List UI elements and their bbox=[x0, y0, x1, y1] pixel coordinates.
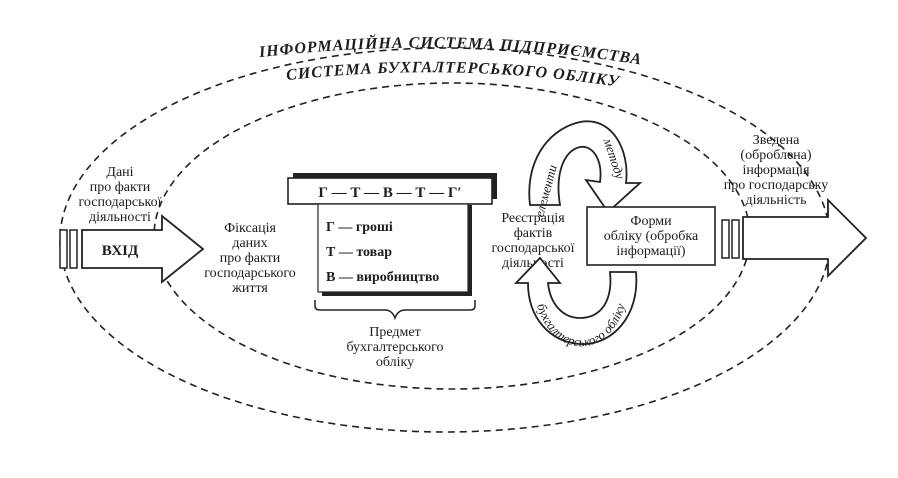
svg-text:Дані: Дані bbox=[106, 165, 133, 180]
svg-text:Реєстрація: Реєстрація bbox=[501, 211, 565, 226]
svg-text:обліку (обробка: обліку (обробка bbox=[604, 229, 699, 244]
svg-text:про господарську: про господарську bbox=[724, 178, 829, 193]
registration-text: Реєстрація фактів господарської діяльнос… bbox=[492, 211, 575, 271]
svg-text:інформація: інформація bbox=[742, 163, 810, 178]
accounting-system-title: СИСТЕМА БУХГАЛТЕРСЬКОГО ОБЛІКУ bbox=[285, 59, 621, 91]
svg-text:Зведена: Зведена bbox=[753, 133, 800, 148]
legend-item: Т — товар bbox=[326, 245, 392, 260]
svg-text:бухгалтерського: бухгалтерського bbox=[346, 340, 443, 355]
svg-text:господарського: господарського bbox=[204, 266, 295, 281]
svg-text:діяльності: діяльності bbox=[89, 210, 151, 225]
svg-text:(оброблена): (оброблена) bbox=[740, 148, 811, 163]
svg-text:про факти: про факти bbox=[90, 180, 151, 195]
input-arrow bbox=[59, 214, 205, 284]
forms-box bbox=[586, 206, 716, 266]
subject-text: Предмет бухгалтерського обліку bbox=[346, 325, 443, 370]
svg-text:господарської: господарської bbox=[492, 241, 575, 256]
svg-text:діяльність: діяльність bbox=[746, 193, 807, 208]
formula-text: Г — Т — В — Т — Г′ bbox=[318, 185, 461, 201]
svg-text:Предмет: Предмет bbox=[369, 325, 420, 340]
svg-text:даних: даних bbox=[232, 236, 267, 251]
input-data-text: Дані про факти господарської діяльності bbox=[79, 165, 162, 225]
input-label: ВХІД bbox=[102, 243, 139, 259]
svg-text:господарської: господарської bbox=[79, 195, 162, 210]
formula-box bbox=[287, 173, 497, 205]
forms-text: Форми обліку (обробка інформації) bbox=[604, 214, 699, 259]
svg-text:про факти: про факти bbox=[220, 251, 281, 266]
output-text: Зведена (оброблена) інформація про госпо… bbox=[724, 133, 829, 208]
fixation-text: Фіксація даних про факти господарського … bbox=[204, 221, 295, 296]
method-cycle-top-arrow bbox=[528, 120, 643, 214]
svg-text:обліку: обліку bbox=[376, 355, 414, 370]
legend-box bbox=[317, 203, 472, 296]
output-arrow bbox=[721, 197, 868, 279]
legend-item: В — виробництво bbox=[326, 270, 439, 285]
svg-text:фактів: фактів bbox=[514, 226, 553, 241]
legend-item: Г — гроші bbox=[326, 220, 393, 235]
subject-bracket bbox=[314, 300, 476, 321]
svg-text:життя: життя bbox=[231, 281, 268, 296]
svg-text:Форми: Форми bbox=[630, 214, 672, 229]
svg-text:Фіксація: Фіксація bbox=[224, 221, 276, 236]
svg-text:інформації): інформації) bbox=[616, 244, 685, 259]
method-cycle-bottom-arrow bbox=[513, 256, 638, 345]
